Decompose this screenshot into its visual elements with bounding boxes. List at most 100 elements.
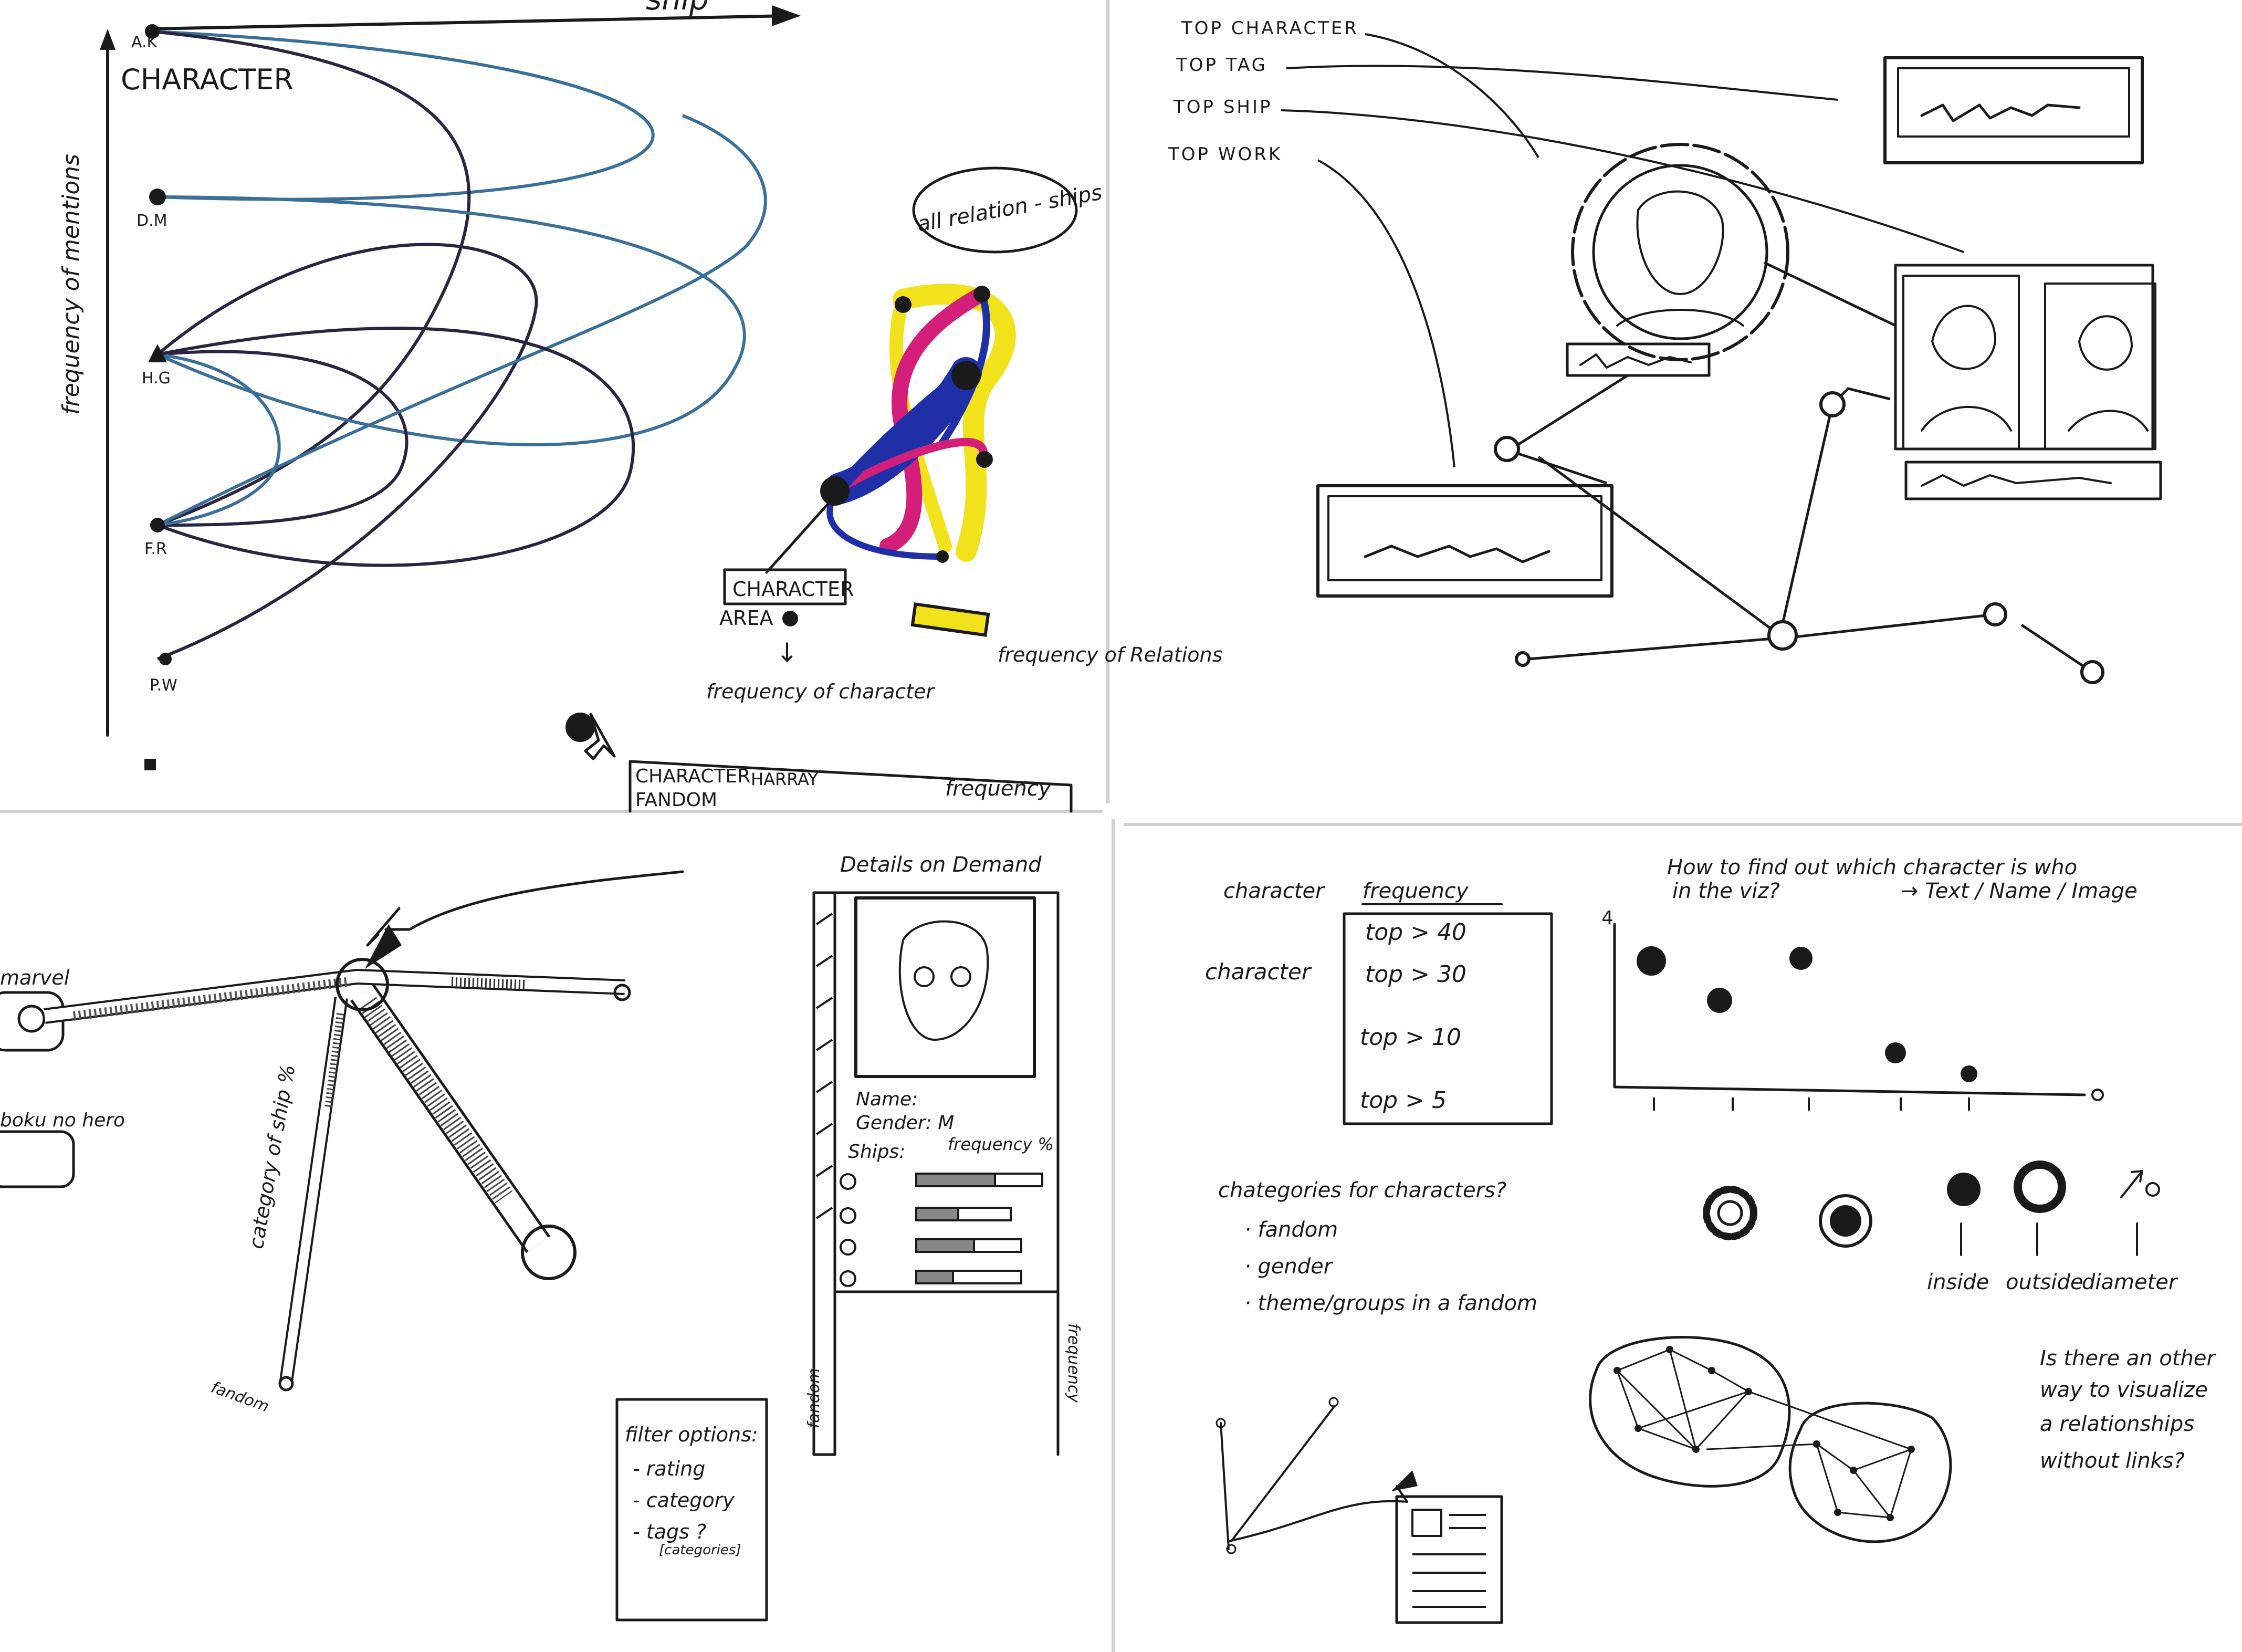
freq-row-30: top > 30 (1365, 961, 1466, 988)
chord-nodes (820, 286, 993, 563)
panel2-nodes (1494, 391, 2104, 684)
question-who-2: in the viz? (1672, 879, 1780, 903)
node-fr (150, 518, 165, 532)
freq-row-5: top > 5 (1360, 1087, 1447, 1114)
x-axis (151, 14, 789, 30)
callout-oval (912, 166, 1078, 254)
yellow-bar-legend (910, 602, 990, 637)
character-box-label: CHARACTER (732, 578, 854, 601)
area-label: AREA (719, 607, 773, 630)
fandom-small-label: fandom (208, 1378, 271, 1416)
question-links-2: way to visualize (2040, 1378, 2208, 1402)
top-list-arrows (1281, 33, 1964, 468)
top-work: TOP WORK (1168, 144, 1282, 165)
sparkline-inner-top (1897, 67, 2130, 138)
filter-category: - category (633, 1489, 735, 1512)
title-frequency: frequency (1363, 879, 1469, 903)
sparkline-frame-top (1883, 56, 2144, 164)
panel-notes-sketch: character frequency character top > 40 t… (1205, 855, 2216, 1624)
top-tag: TOP TAG (1176, 55, 1267, 76)
arc-nodes (144, 24, 172, 770)
category-gender: · gender (1244, 1254, 1334, 1279)
bottom-bar-harray: HARRAY (751, 769, 819, 789)
pointer-cursor-icon (565, 713, 616, 760)
question-who-3: → Text / Name / Image (1901, 879, 2138, 903)
panel-details-sketch: Details on Demand marvel boku no hero ca… (0, 853, 1083, 1622)
frequency-of-relations: frequency of Relations (998, 643, 1222, 666)
hub-node[interactable] (336, 958, 389, 1011)
details-name: Name: (856, 1089, 918, 1110)
row-label-character: character (1205, 959, 1312, 985)
question-links-1: Is there an other (2040, 1346, 2216, 1371)
chord-pointer-line (765, 495, 836, 574)
area-arrow: ↓ (776, 637, 798, 668)
x-axis-arrow-icon (772, 5, 801, 26)
callout-text: all relation - ships (916, 181, 1104, 237)
details-frequency: frequency % (948, 1134, 1054, 1154)
node-ak (145, 24, 160, 39)
node-labels: A.K D.M H.G F.R P.W (131, 33, 177, 695)
panel-arc-sketch: ship frequency of mentions CHARACTER A.K… (58, 0, 1222, 813)
hub-cursor-icon (365, 924, 402, 969)
node-label-dm: D.M (137, 212, 167, 230)
top-ship: TOP SHIP (1173, 97, 1273, 118)
sparkline-inner-bottom (1327, 495, 1602, 581)
bottom-bar-frequency: frequency (945, 777, 1052, 801)
scatter-top-tick: 4 (1601, 907, 1614, 929)
doc-cursor-icon (1391, 1470, 1418, 1491)
marvel-label: marvel (0, 966, 70, 989)
filter-title: filter options: (625, 1423, 758, 1446)
area-dot-icon (782, 611, 798, 626)
medallion-caption-scribble (1579, 353, 1692, 369)
pair-portrait-right (2044, 283, 2156, 450)
top-list: TOP CHARACTER TOP TAG TOP SHIP TOP WORK (1168, 18, 1359, 165)
sparkline-top (1920, 103, 2081, 122)
node-pw (159, 653, 172, 665)
character-label: CHARACTER (121, 63, 294, 96)
details-heading: Details on Demand (840, 853, 1042, 877)
top-character: TOP CHARACTER (1181, 18, 1359, 39)
bottom-bar-character: CHARACTER (635, 766, 750, 787)
bnha-label: boku no hero (0, 1110, 125, 1131)
portrait-medallion (1571, 143, 1789, 361)
filter-rating: - rating (633, 1457, 705, 1480)
bottom-bar-sketch: CHARACTER HARRAY FANDOM frequency (628, 760, 1073, 813)
filter-categories: [categories] (659, 1542, 741, 1558)
node-label-hg: H.G (142, 369, 171, 388)
node-label-pw: P.W (150, 676, 177, 695)
freq-row-10: top > 10 (1360, 1024, 1461, 1051)
document-icon (1395, 1495, 1503, 1624)
bnha-capsule (0, 1130, 75, 1188)
mini-line-doc (1216, 1397, 1503, 1624)
marvel-node (17, 1005, 46, 1033)
ship-bars (840, 1173, 1043, 1287)
side-fandom-label: fandom (805, 1368, 823, 1428)
filter-tags: - tags ? (633, 1520, 706, 1543)
arc-links (152, 30, 767, 661)
question-links-3: a relationships (2040, 1412, 2194, 1436)
node-hg (148, 344, 167, 362)
encoding-inside: inside (1927, 1270, 1989, 1294)
pair-portrait-frame (1894, 264, 2154, 451)
side-frequency-label: frequency (1064, 1323, 1083, 1403)
encoding-diameter: diameter (2082, 1270, 2178, 1294)
details-portrait (854, 896, 1036, 1078)
cluster-network (1589, 1336, 1952, 1543)
details-gender: Gender: M (856, 1112, 954, 1134)
pair-portrait-left (1902, 275, 2020, 450)
end-node-bottom (521, 1225, 577, 1280)
categories-title: chategories for characters? (1218, 1178, 1506, 1203)
corner-square (144, 759, 156, 770)
x-axis-label: ship (646, 0, 709, 17)
medallion-caption-box (1566, 342, 1711, 377)
question-who: How to find out which character is who (1667, 855, 2077, 880)
hub-bars (44, 968, 625, 1382)
y-axis-arrow-icon (100, 29, 116, 50)
colored-chord-sketch (824, 284, 1016, 562)
category-fandom: · fandom (1244, 1218, 1338, 1242)
category-theme: · theme/groups in a fandom (1244, 1291, 1537, 1315)
encoding-glyphs (1703, 1160, 2160, 1256)
bottom-bar-fandom: FANDOM (635, 789, 717, 811)
